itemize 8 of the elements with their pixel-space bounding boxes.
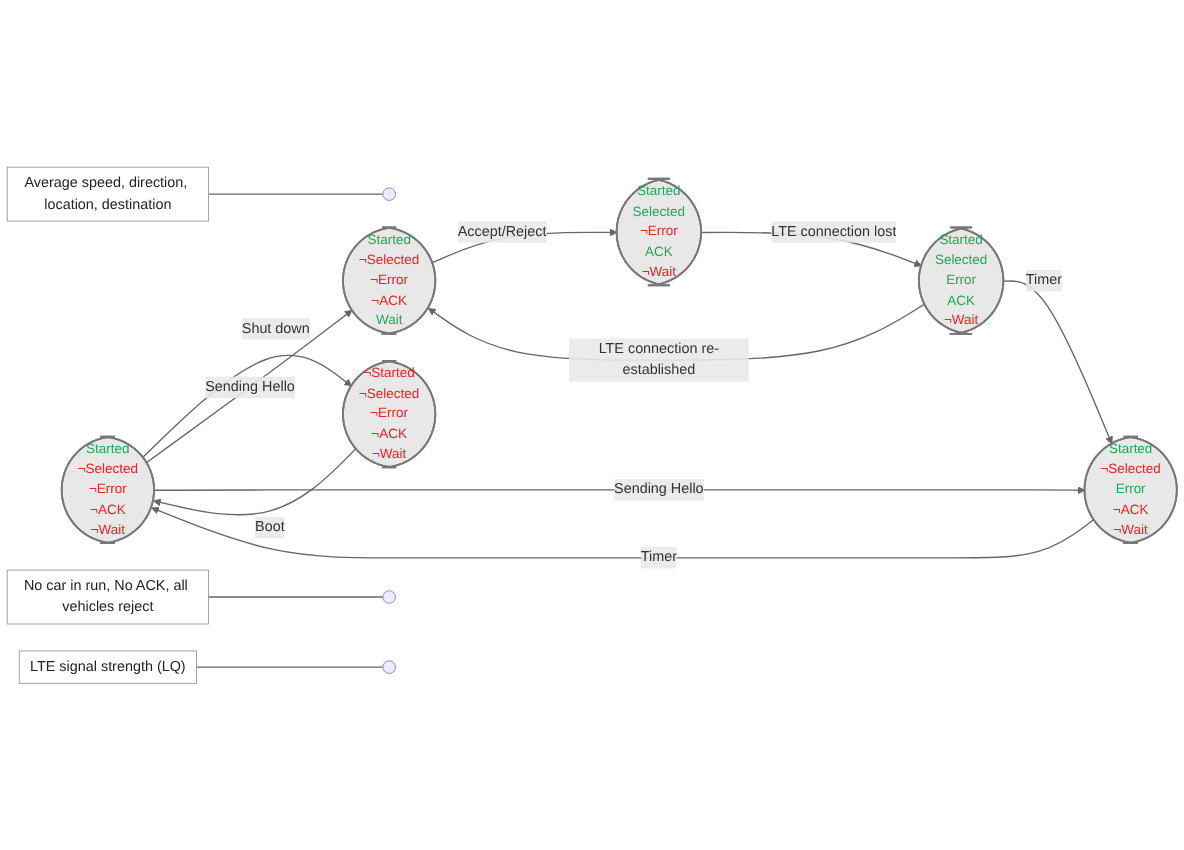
arrow bbox=[146, 309, 353, 463]
arrow bbox=[151, 506, 1095, 559]
connector bbox=[207, 193, 384, 195]
connector bbox=[195, 666, 384, 668]
connector bbox=[207, 596, 384, 598]
arrow bbox=[153, 447, 357, 516]
arrow bbox=[153, 486, 1086, 494]
arrow bbox=[1003, 280, 1113, 445]
